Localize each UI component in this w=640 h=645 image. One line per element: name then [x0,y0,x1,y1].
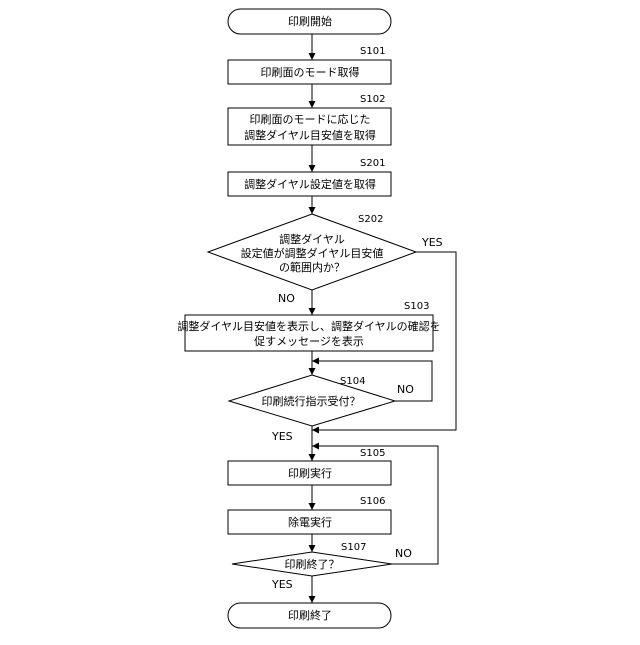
step-s104: S104 [340,376,365,387]
s102-label-line1: 印刷面のモードに応じた [250,112,371,126]
step-s106: S106 [360,496,385,507]
s104-no-label: NO [397,383,414,396]
s105-label: 印刷実行 [288,466,332,480]
step-s107: S107 [341,542,366,553]
s202-label-line2: 設定値が調整ダイヤル目安値 [241,246,384,260]
s202-label-line3: の範囲内か？ [279,260,345,274]
s107-yes-label: YES [271,578,293,591]
step-s105: S105 [360,448,385,459]
s104-label: 印刷続行指示受付？ [262,394,361,408]
s103-label-line2: 促すメッセージを表示 [254,334,364,348]
s103-label-line1: 調整ダイヤル目安値を表示し、調整ダイヤルの確認を [177,319,440,333]
step-s201: S201 [360,158,385,169]
s107-no-label: NO [395,547,412,560]
step-s202: S202 [358,214,383,225]
s202-yes-label: YES [421,236,443,249]
step-s103: S103 [404,301,429,312]
s104-yes-label: YES [271,430,293,443]
s101-label: 印刷面のモード取得 [261,66,360,79]
shapes [185,9,433,628]
s202-label-line1: 調整ダイヤル [279,232,345,246]
s106-label: 除電実行 [288,515,332,529]
s102-label-line2: 調整ダイヤル目安値を取得 [244,128,376,142]
start-label: 印刷開始 [288,14,332,28]
s201-label: 調整ダイヤル設定値を取得 [244,177,376,191]
step-s102: S102 [360,94,385,105]
s202-no-label: NO [278,292,295,305]
step-s101: S101 [360,46,385,57]
end-label: 印刷終了 [288,608,332,622]
s107-label: 印刷終了？ [285,557,340,571]
